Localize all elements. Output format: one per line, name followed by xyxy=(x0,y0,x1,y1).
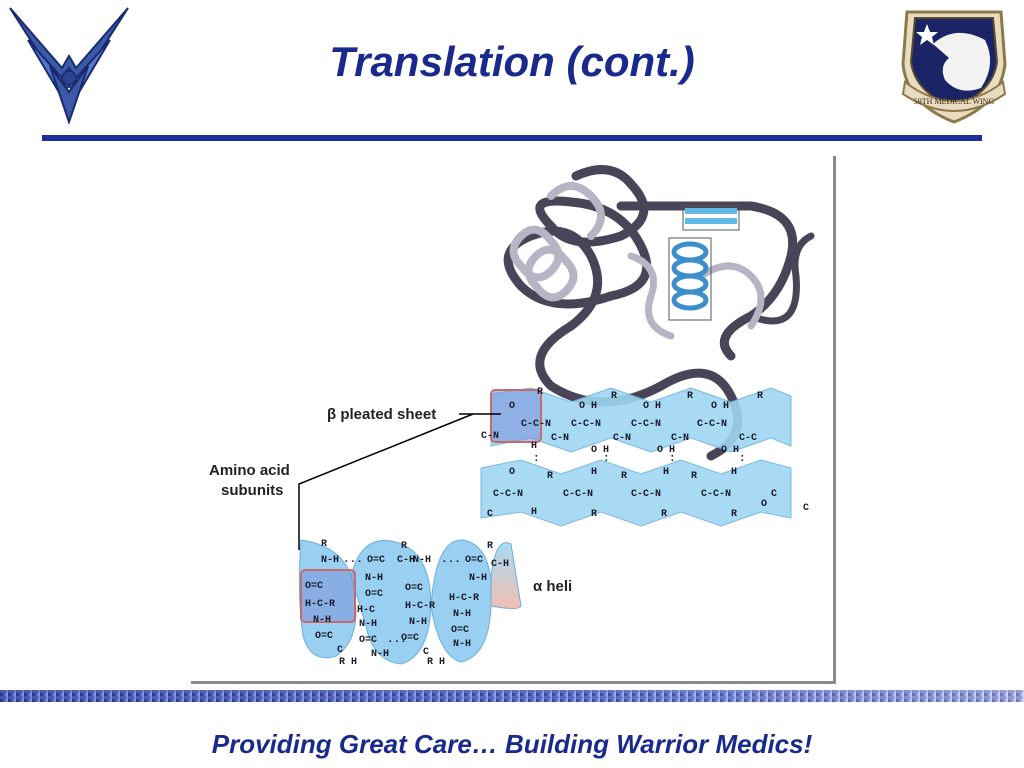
svg-text:O H: O H xyxy=(721,445,739,456)
svg-text:...: ... xyxy=(387,634,407,646)
svg-text:...: ... xyxy=(441,554,461,566)
svg-text:C: C xyxy=(803,503,809,514)
emblem-text: 59TH MEDICAL WING xyxy=(914,97,995,106)
svg-text:C-C-N: C-C-N xyxy=(631,489,661,500)
svg-text:O=C: O=C xyxy=(367,555,385,566)
svg-text:H-C-R: H-C-R xyxy=(405,601,435,612)
amino-acid-label-line2: subunits xyxy=(221,482,284,499)
svg-text:O=C: O=C xyxy=(365,589,383,600)
svg-text:C-C: C-C xyxy=(739,433,757,444)
svg-text:R: R xyxy=(661,509,667,520)
svg-text:R: R xyxy=(487,541,493,552)
svg-text:O H: O H xyxy=(711,401,729,412)
alpha-helix-label: α heli xyxy=(533,578,573,595)
svg-text:N-H: N-H xyxy=(321,555,339,566)
svg-text:H-C-R: H-C-R xyxy=(305,599,335,610)
svg-text:O: O xyxy=(761,499,767,510)
svg-text:H: H xyxy=(531,441,537,452)
svg-text:R H: R H xyxy=(427,657,445,668)
svg-text:N-H: N-H xyxy=(365,573,383,584)
slide-tagline: Providing Great Care… Building Warrior M… xyxy=(211,729,813,759)
svg-text:O=C: O=C xyxy=(465,555,483,566)
svg-text:C-N: C-N xyxy=(481,431,499,442)
beta-sheet-label: β pleated sheet xyxy=(327,406,437,423)
medical-wing-emblem: 59TH MEDICAL WING xyxy=(901,10,1007,124)
svg-text:H: H xyxy=(731,467,737,478)
svg-text:O=C: O=C xyxy=(451,625,469,636)
svg-text:O H: O H xyxy=(579,401,597,412)
svg-text:C-H: C-H xyxy=(397,555,415,566)
svg-text::: : xyxy=(669,453,676,465)
protein-diagram-svg: C-N OC-C-N C-NO H C-C-NC-N O HC-C-N C-NO… xyxy=(298,165,815,668)
svg-text:C-N: C-N xyxy=(671,433,689,444)
svg-text:O H: O H xyxy=(643,401,661,412)
svg-text:H: H xyxy=(531,507,537,518)
svg-text:R: R xyxy=(401,541,407,552)
svg-text:O=C: O=C xyxy=(401,633,419,644)
svg-text:C-C-N: C-C-N xyxy=(631,419,661,430)
svg-text:O: O xyxy=(509,401,515,412)
svg-text:O=C: O=C xyxy=(315,631,333,642)
svg-text:N-H: N-H xyxy=(359,619,377,630)
svg-text:...: ... xyxy=(343,554,363,566)
svg-text:C: C xyxy=(423,647,429,658)
svg-text:R: R xyxy=(321,539,327,550)
svg-text:N-H: N-H xyxy=(409,617,427,628)
svg-text:C-C-N: C-C-N xyxy=(571,419,601,430)
svg-text::: : xyxy=(739,453,746,465)
svg-text:C-N: C-N xyxy=(551,433,569,444)
svg-text:H: H xyxy=(663,467,669,478)
svg-text:R: R xyxy=(537,387,543,398)
svg-text:O=C: O=C xyxy=(359,635,377,646)
svg-text:H: H xyxy=(591,467,597,478)
svg-text:R: R xyxy=(591,509,597,520)
svg-text:C-C-N: C-C-N xyxy=(493,489,523,500)
title-divider xyxy=(42,135,982,141)
svg-text:R: R xyxy=(731,509,737,520)
svg-text:R: R xyxy=(691,471,697,482)
slide-title: Translation (cont.) xyxy=(329,38,695,85)
beta-sheet: C-N OC-C-N C-NO H C-C-NC-N O HC-C-N C-NO… xyxy=(480,387,809,527)
amino-acid-label-line1: Amino acid xyxy=(209,462,290,479)
svg-text:R: R xyxy=(757,391,763,402)
svg-text:C-C-N: C-C-N xyxy=(697,419,727,430)
svg-text:O: O xyxy=(509,467,515,478)
alpha-helix-highlight xyxy=(300,569,356,623)
svg-text:H-C: H-C xyxy=(357,605,375,616)
svg-text:O=C: O=C xyxy=(305,581,323,592)
svg-text:N-H: N-H xyxy=(313,615,331,626)
svg-text:O=C: O=C xyxy=(405,583,423,594)
footer-divider-bar xyxy=(0,690,1024,702)
svg-text:C-H: C-H xyxy=(491,559,509,570)
alpha-helix: RN-H O=CR C-HN-H O=CR C-HN-H O=CH-C-R N-… xyxy=(298,539,522,668)
svg-text:N-H: N-H xyxy=(453,639,471,650)
svg-text:N-H: N-H xyxy=(413,555,431,566)
svg-text:C-C-N: C-C-N xyxy=(521,419,551,430)
svg-text:R: R xyxy=(547,471,553,482)
svg-text:N-H: N-H xyxy=(469,573,487,584)
svg-text:C: C xyxy=(771,489,777,500)
svg-text:C: C xyxy=(487,509,493,520)
svg-text:R: R xyxy=(611,391,617,402)
svg-text::: : xyxy=(603,453,610,465)
svg-text::: : xyxy=(533,453,540,465)
svg-text:R: R xyxy=(621,471,627,482)
svg-text:O H: O H xyxy=(657,445,675,456)
svg-text:O H: O H xyxy=(591,445,609,456)
svg-text:C-C-N: C-C-N xyxy=(701,489,731,500)
beta-sheet-highlight xyxy=(490,389,542,443)
svg-text:C-C-N: C-C-N xyxy=(563,489,593,500)
air-force-wings-logo xyxy=(9,7,129,124)
svg-text:N-H: N-H xyxy=(371,649,389,660)
svg-text:R H: R H xyxy=(339,657,357,668)
svg-text:C: C xyxy=(337,645,343,656)
svg-text:H-C-R: H-C-R xyxy=(449,593,479,604)
leader-lines xyxy=(298,413,501,550)
svg-text:N-H: N-H xyxy=(453,609,471,620)
svg-text:C-N: C-N xyxy=(613,433,631,444)
tertiary-highlight-boxes xyxy=(668,205,740,321)
svg-text:R: R xyxy=(687,391,693,402)
